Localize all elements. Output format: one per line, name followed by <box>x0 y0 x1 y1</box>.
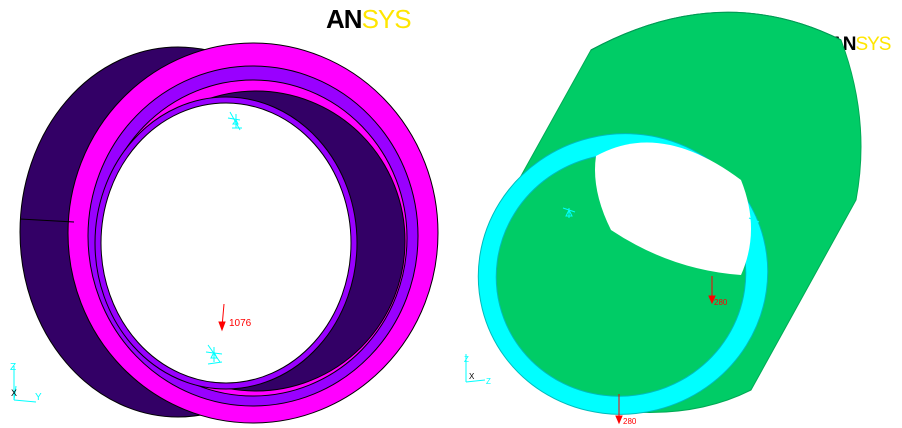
triad-x-label: X <box>469 372 475 381</box>
constraint-symbol-right <box>748 216 760 227</box>
bore-hole <box>100 102 352 384</box>
ansys-logo-left: ANSYS <box>326 4 412 35</box>
coordinate-triad <box>13 366 37 403</box>
coordinate-triad <box>465 354 486 383</box>
triad-y-label: Z <box>486 377 491 386</box>
load-value-top: 280 <box>714 298 728 307</box>
load-arrow <box>218 303 226 332</box>
right-model-canvas: 280 280 Z X Z <box>464 11 862 426</box>
load-arrow-top <box>708 276 716 305</box>
logo-suffix: SYS <box>855 34 891 55</box>
load-value-bottom: 280 <box>623 417 637 426</box>
constraint-symbol-top <box>227 111 242 131</box>
load-arrow-bottom <box>615 394 623 425</box>
constraint-symbol-bottom <box>205 344 223 365</box>
bore-opening <box>595 142 751 275</box>
triad-z-label: Z <box>464 355 469 364</box>
triad-x-label: X <box>11 388 17 398</box>
logo-prefix: AN <box>326 4 363 34</box>
left-model-canvas: 1076 Z X Y <box>10 42 439 424</box>
left-viewport[interactable]: ANSYS 1076 <box>0 0 451 428</box>
load-value: 1076 <box>229 318 252 329</box>
logo-suffix: SYS <box>361 4 412 34</box>
triad-z-label: Z <box>10 362 16 373</box>
constraint-symbol-left <box>562 207 576 218</box>
triad-y-label: Y <box>35 392 42 403</box>
right-viewport[interactable]: ANSYS 280 280 <box>451 0 902 428</box>
